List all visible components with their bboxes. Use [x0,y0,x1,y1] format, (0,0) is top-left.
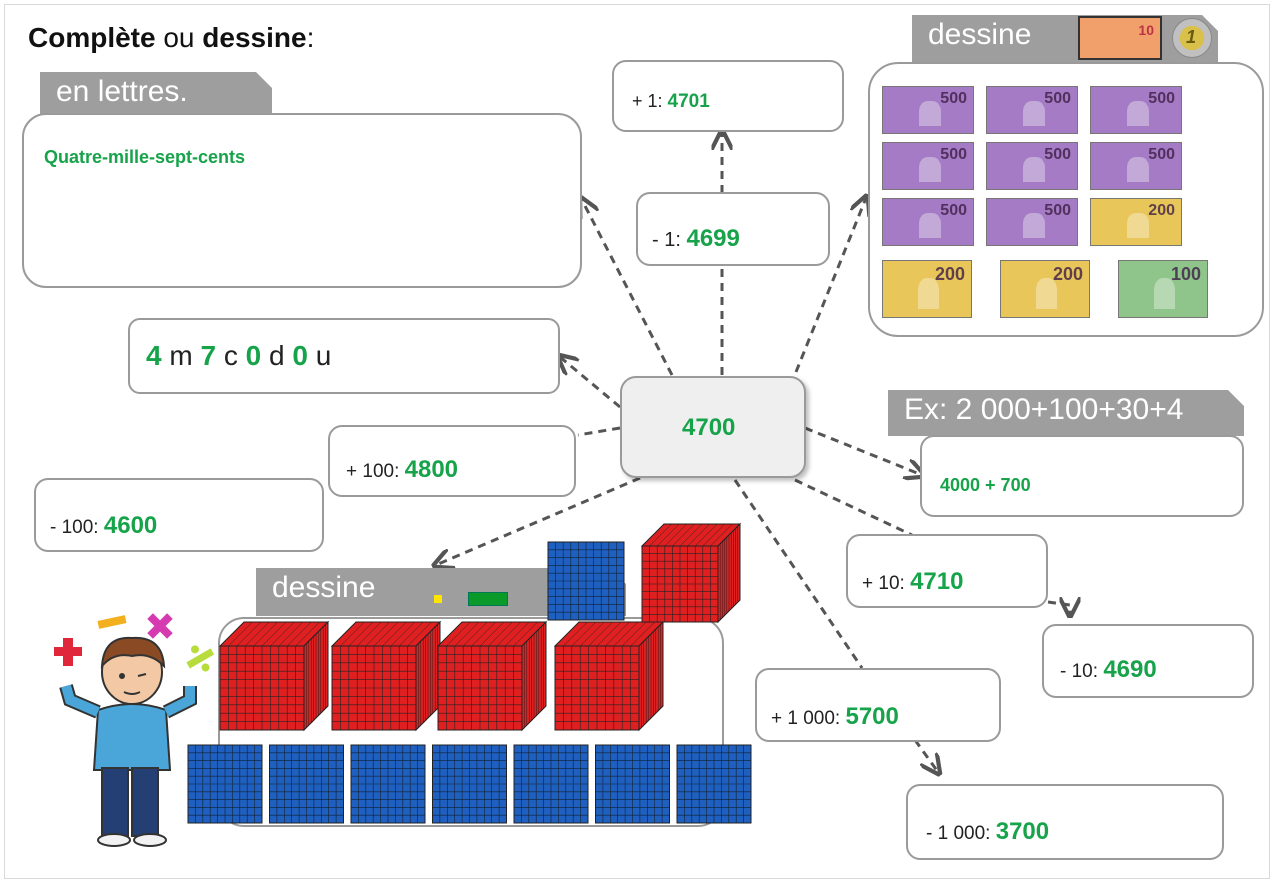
arrow-to-blocks [436,476,641,565]
plus1-value: 4701 [667,91,710,112]
banknote-value: 500 [1148,146,1175,163]
plus-symbol-icon [54,638,82,666]
units-digit: 0 [292,340,308,371]
plus100-value: 4800 [404,456,459,483]
plus10-expression: + 10: 4710 [862,568,964,595]
arrow-to-letters [582,200,674,376]
plus100-box[interactable]: + 100: 4800 [328,425,576,497]
banknote-value: 100 [1170,264,1201,284]
banknote-arch-icon [919,100,941,127]
arrow-plus10-to-minus10 [1047,602,1070,614]
minus1000-value: 3700 [995,818,1050,845]
minus1-value: 4699 [686,225,740,252]
plus1-box[interactable]: + 1: 4701 [612,60,844,132]
arrow-to-sum [804,426,922,475]
banknote-500: 500 [882,86,974,134]
sum-box[interactable]: 4000 + 700 [920,435,1244,517]
minus1-box[interactable]: - 1: 4699 [636,192,830,266]
minus100-expression: - 100: 4600 [50,512,158,539]
money-tab: dessine [912,15,1218,63]
minus10-box[interactable]: - 10: 4690 [1042,624,1254,698]
letters-box[interactable]: Quatre-mille-sept-cents [22,113,582,288]
minus-symbol-icon [97,615,127,629]
minus1000-expression: - 1 000: 3700 [926,818,1050,845]
center-number-box: 4700 [620,376,806,478]
sum-value: 4000 + 700 [940,475,1031,495]
banknote-arch-icon [1036,277,1058,309]
unit-cube-icon [434,595,442,603]
letters-tab: en lettres. [40,72,272,116]
banknote-500: 500 [882,198,974,246]
banknote-arch-icon [918,277,940,309]
banknote-value: 200 [1148,202,1175,219]
banknote-arch-icon [919,156,941,183]
minus100-value: 4600 [103,512,158,539]
banknote-value: 500 [940,202,967,219]
banknote-arch-icon [1127,212,1149,239]
ten-rod-icon [468,592,508,606]
banknote-value: 500 [1044,90,1071,107]
banknote-200: 200 [1090,198,1182,246]
arrow-to-units [560,357,621,409]
banknote-500: 500 [1090,86,1182,134]
banknote-arch-icon [1127,156,1149,183]
banknote-arch-icon [1023,100,1045,127]
one-euro-coin-icon: 1 [1172,18,1212,58]
banknote-500: 500 [986,86,1078,134]
divide-symbol-icon [186,645,215,672]
banknote-arch-icon [1023,212,1045,239]
blocks-box[interactable] [218,617,724,827]
units-expression: 4 m 7 c 0 d 0 u [146,340,332,371]
banknote-200: 200 [1000,260,1090,318]
minus10-value: 4690 [1103,656,1157,683]
arrow-plus1000-to-minus1000 [913,739,938,772]
banknote-arch-icon [919,212,941,239]
banknote-200: 200 [882,260,972,318]
banknote-value: 500 [940,146,967,163]
banknote-value: 500 [1148,90,1175,107]
banknote-value: 500 [1044,202,1071,219]
plus1000-box[interactable]: + 1 000: 5700 [755,668,1001,742]
banknote-500: 500 [882,142,974,190]
minus1-expression: - 1: 4699 [652,225,740,252]
arrow-to-plus100 [577,426,621,437]
banknote-value: 200 [934,264,965,284]
thousands-digit: 4 [146,340,162,371]
plus100-expression: + 100: 4800 [346,456,459,483]
arrow-to-plus10 [794,478,913,537]
arrow-to-plus1000 [733,479,864,669]
center-number: 4700 [682,414,736,441]
banknote-arch-icon [1154,277,1176,309]
minus10-expression: - 10: 4690 [1060,656,1157,683]
banknote-arch-icon [1127,100,1149,127]
plus1000-value: 5700 [845,703,899,730]
blocks-tab: dessine [256,568,626,616]
times-symbol-icon [147,613,173,639]
banknote-arch-icon [1023,156,1045,183]
banknote-value: 200 [1052,264,1083,284]
plus1000-expression: + 1 000: 5700 [771,703,899,730]
ten-euro-note-icon: 10 [1078,16,1162,60]
plus1-expression: + 1: 4701 [632,91,710,112]
minus100-box[interactable]: - 100: 4600 [34,478,324,552]
banknote-500: 500 [986,198,1078,246]
banknote-value: 500 [940,90,967,107]
arrow-to-money [794,198,866,373]
page-title: Complète ou dessine: [28,22,315,53]
child-illustration [54,613,215,847]
hundreds-digit: 7 [200,340,217,371]
banknote-500: 500 [1090,142,1182,190]
units-box[interactable]: 4 m 7 c 0 d 0 u [128,318,560,394]
letters-value: Quatre-mille-sept-cents [44,147,246,167]
banknote-100: 100 [1118,260,1208,318]
banknote-value: 500 [1044,146,1071,163]
money-box[interactable]: 500 500 500 500 500 500 500 500 200 200 200 100 [868,62,1264,337]
banknote-500: 500 [986,142,1078,190]
plus10-box[interactable]: + 10: 4710 [846,534,1048,608]
plus10-value: 4710 [910,568,964,595]
sum-tab: Ex: 2 000+100+30+4 [888,390,1244,436]
tens-digit: 0 [245,340,262,371]
minus1000-box[interactable]: - 1 000: 3700 [906,784,1224,860]
